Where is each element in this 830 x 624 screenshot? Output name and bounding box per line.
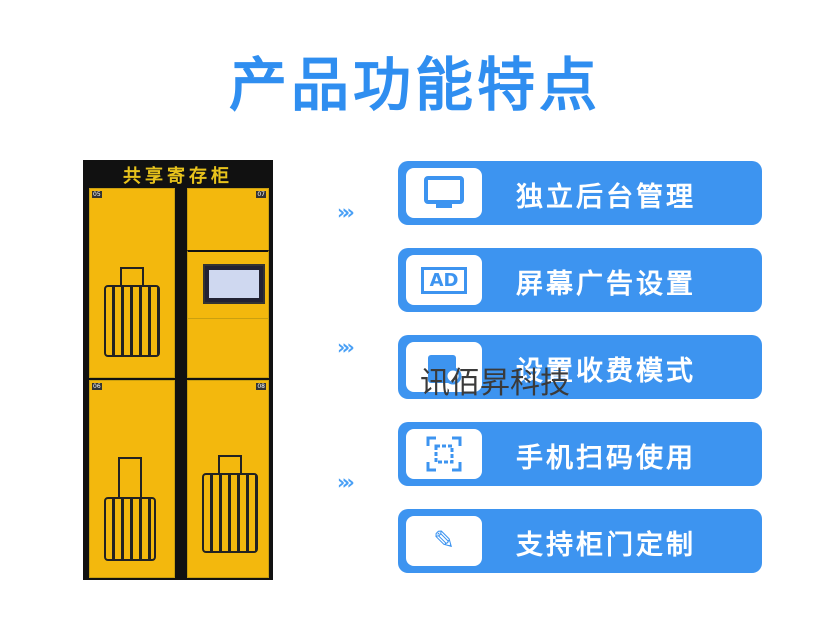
door-number: 06 [92, 383, 102, 390]
locker-door: 06 [89, 380, 175, 578]
chevrons-right-icon: »» [337, 200, 355, 224]
feature-billing: 设置收费模式 [398, 335, 762, 399]
luggage-icon [104, 285, 160, 357]
luggage-icon [120, 267, 144, 287]
chevrons-right-icon: »» [337, 335, 355, 359]
feature-qr-scan: 手机扫码使用 [398, 422, 762, 486]
feature-admin: 独立后台管理 [398, 161, 762, 225]
luggage-icon [104, 497, 156, 561]
calendar-search-icon [406, 342, 482, 392]
qr-scan-icon [406, 429, 482, 479]
door-number: 07 [256, 191, 266, 198]
monitor-icon [406, 168, 482, 218]
locker-door: 08 [187, 380, 269, 578]
wrench-icon: ✎ [406, 516, 482, 566]
luggage-icon [218, 455, 242, 475]
feature-label: 屏幕广告设置 [516, 269, 696, 300]
feature-ad-screen: AD 屏幕广告设置 [398, 248, 762, 312]
luggage-icon [202, 473, 258, 553]
ad-screen-icon: AD [406, 255, 482, 305]
feature-label: 支持柜门定制 [516, 530, 696, 561]
luggage-icon [118, 457, 142, 499]
feature-custom-door: ✎ 支持柜门定制 [398, 509, 762, 573]
feature-label: 设置收费模式 [516, 356, 696, 387]
watermark: 讯佰昇科技 [420, 366, 570, 401]
chevrons-right-icon: »» [337, 470, 355, 494]
feature-label: 手机扫码使用 [516, 443, 696, 474]
locker-door: 05 [89, 188, 175, 378]
door-number: 05 [92, 191, 102, 198]
door-number: 08 [256, 383, 266, 390]
locker-door [187, 318, 269, 378]
ad-icon-text: AD [420, 266, 468, 294]
page-title: 产品功能特点 [228, 51, 601, 119]
touch-screen [203, 264, 265, 304]
cabinet-name: 共享寄存柜 [123, 166, 233, 187]
feature-label: 独立后台管理 [516, 182, 696, 213]
locker-cabinet: 共享寄存柜 05 07 06 08 [83, 160, 273, 580]
